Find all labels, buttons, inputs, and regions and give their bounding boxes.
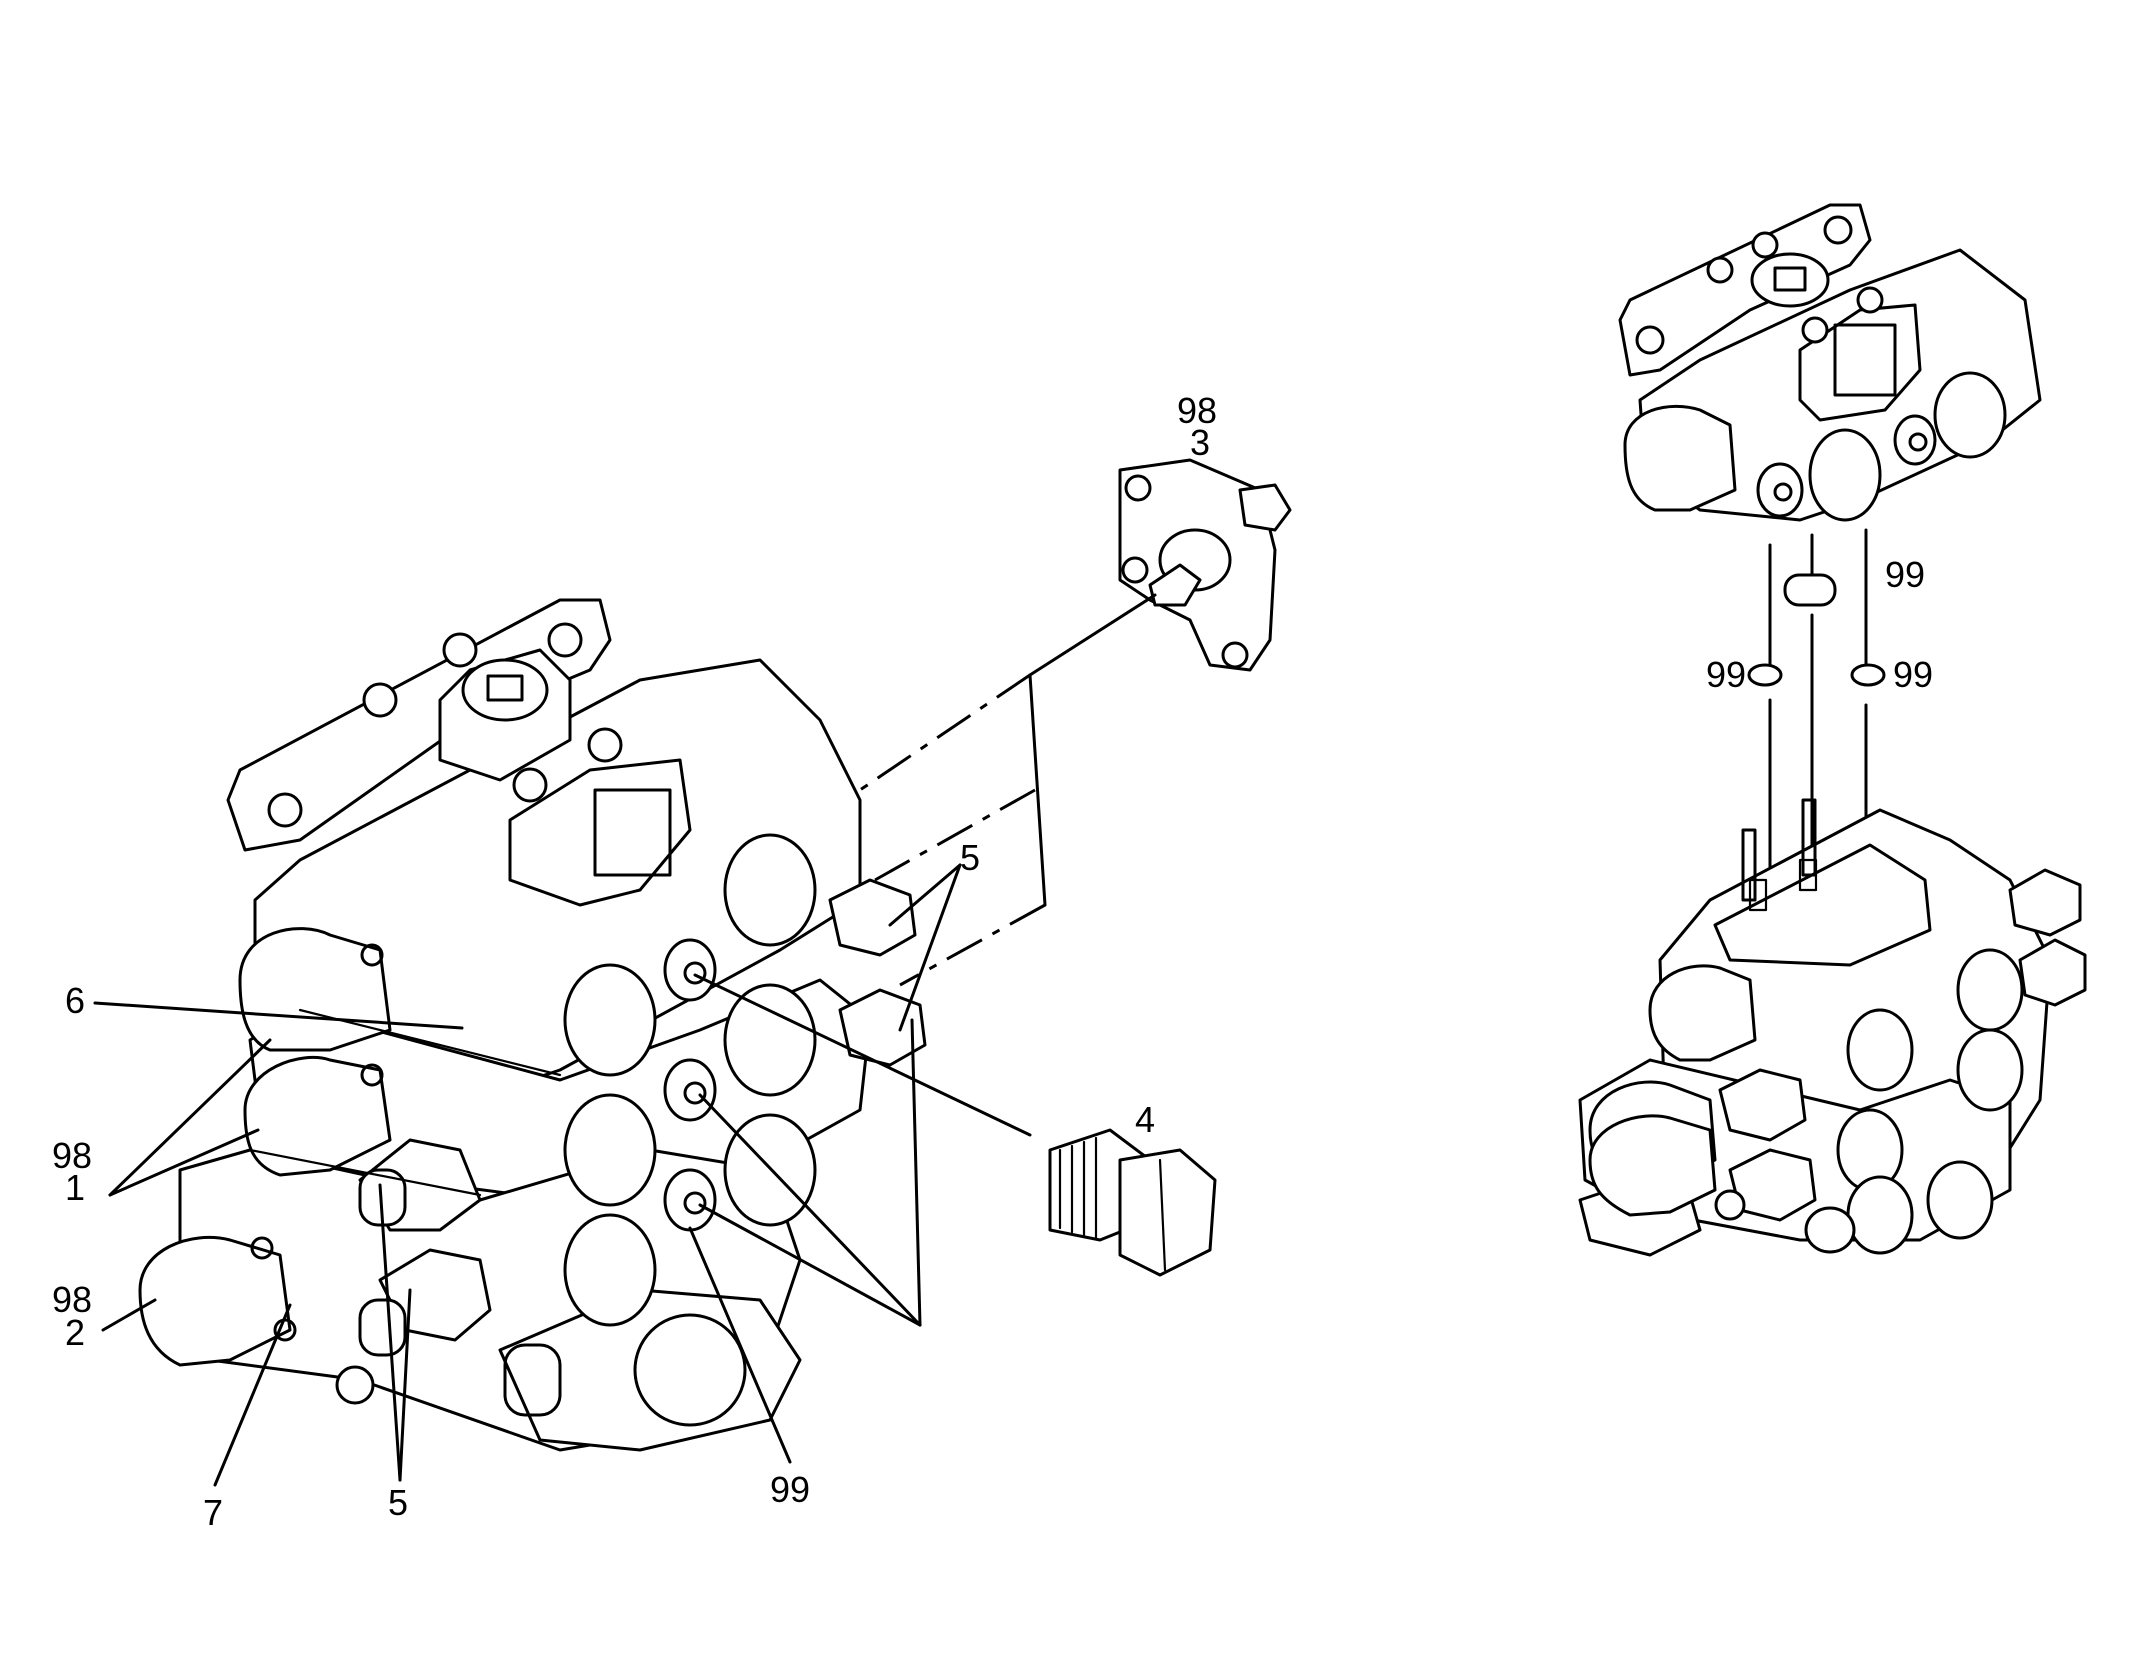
pilot-cap-upper (238, 927, 392, 1052)
callout-99-c: 99 (1893, 654, 1933, 695)
callout-1: 1 (65, 1167, 85, 1208)
callout-3: 3 (1190, 422, 1210, 463)
callout-6: 6 (65, 980, 85, 1021)
threaded-plug (1048, 1128, 1217, 1277)
cover-block (508, 758, 692, 907)
pilot-cap-middle (243, 1055, 392, 1177)
callout-99-bottom: 99 (770, 1469, 810, 1510)
bracket-hole-left (267, 792, 303, 828)
port-plugs (663, 938, 717, 1232)
top-bolts (362, 632, 623, 803)
lower-section-assembly (1578, 798, 2087, 1257)
callout-99-b: 99 (1706, 654, 1746, 695)
callout-98-left: 98 (52, 1135, 92, 1176)
control-valve-assembly (138, 598, 927, 1452)
cover-plate-assembly (1118, 458, 1292, 672)
leader-lines-left (93, 593, 1157, 1487)
hex-fittings-right (828, 878, 927, 1067)
outlet-port (633, 1313, 747, 1427)
callout-5-right: 5 (960, 837, 980, 878)
callout-98-top: 98 (1177, 390, 1217, 431)
callout-7: 7 (203, 1492, 223, 1533)
adjuster-hex-socket (486, 674, 524, 702)
side-port (503, 1343, 562, 1417)
callout-2: 2 (65, 1312, 85, 1353)
bracket-hole-right (547, 622, 583, 658)
callout-4: 4 (1135, 1099, 1155, 1140)
callout-5-bottom: 5 (388, 1482, 408, 1523)
callout-labels: 98 3 5 6 98 1 98 2 4 7 5 99 99 99 99 (52, 390, 1933, 1533)
parting-line-2 (248, 1148, 482, 1197)
callout-99-a: 99 (1885, 554, 1925, 595)
drain-bolt (335, 1365, 375, 1405)
o-ring-seals (1747, 573, 1886, 687)
cover-plate (593, 788, 672, 877)
pilot-cap-lower (138, 1235, 297, 1367)
adjuster-cap (461, 658, 549, 722)
callout-98-bottom: 98 (52, 1279, 92, 1320)
outlet-block (498, 1288, 802, 1452)
upper-section-assembly (1618, 203, 2042, 522)
